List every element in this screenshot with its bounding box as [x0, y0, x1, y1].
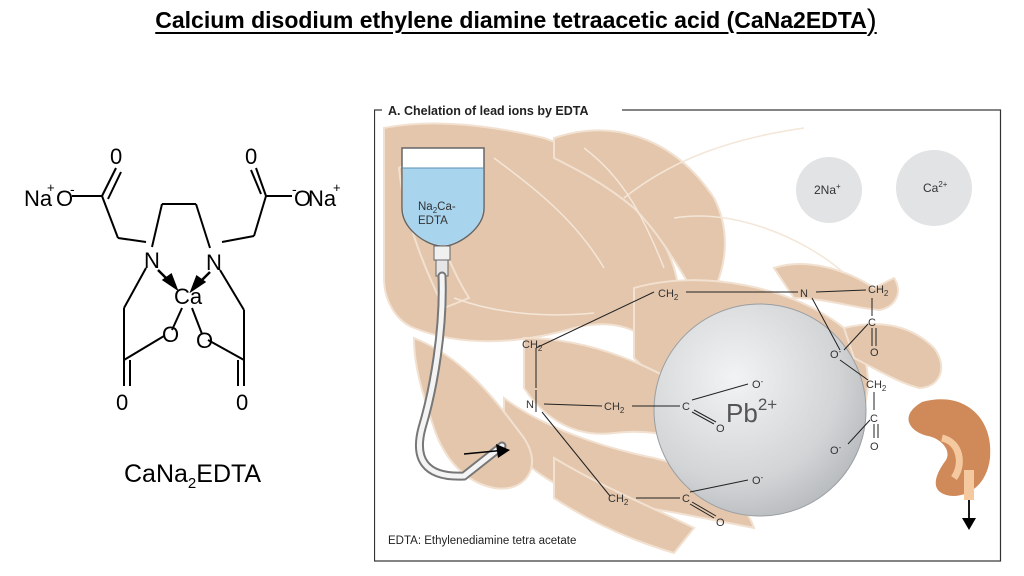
- o-left-label: O: [56, 186, 73, 211]
- bag-label-line1: Na2Ca-: [418, 201, 456, 215]
- structure-caption-sub: 2: [188, 475, 196, 492]
- o-bridge-right: O: [196, 328, 213, 353]
- ch2-bottom-text: CH: [608, 493, 624, 505]
- n-left-chelate: N: [526, 399, 534, 411]
- iv-bag: [401, 147, 485, 277]
- o-carbonyl-bl: 0: [116, 390, 128, 415]
- slide-title-paren: ): [866, 4, 877, 37]
- structure-caption-post: EDTA: [196, 460, 261, 488]
- o-bridge-left: O: [162, 322, 179, 347]
- ominus-right-upper-text: O: [830, 349, 839, 361]
- panel-title: A. Chelation of lead ions by EDTA: [388, 104, 588, 118]
- ch2-bottom-sub: 2: [624, 498, 629, 507]
- iv-tube-inner: [416, 273, 505, 479]
- ominus-right-lower-text: O: [830, 445, 839, 457]
- ion-na-label: 2Na+: [814, 182, 841, 197]
- ominus-right-lower: O-: [830, 443, 842, 457]
- structure-caption-pre: CaNa: [124, 460, 188, 488]
- o-right-upper: O: [870, 347, 879, 359]
- figure-frame: [374, 109, 1002, 562]
- ominus-bottom: O-: [752, 473, 764, 487]
- pb-text: Pb: [726, 398, 758, 428]
- structure-bonds: [72, 167, 292, 386]
- na-right-label: Na: [308, 186, 337, 211]
- ca-label: Ca: [174, 284, 203, 309]
- pb-label: Pb2+: [726, 395, 777, 428]
- ch2-top-text: CH: [658, 288, 674, 300]
- ch2-left-label: CH2: [522, 339, 543, 353]
- na-left-charge: +: [47, 180, 55, 195]
- o-carbonyl-tl: 0: [110, 144, 122, 169]
- ion-ca-sup: 2+: [938, 180, 947, 189]
- o-bottom: O: [716, 517, 725, 529]
- urine-arrow-head: [962, 518, 976, 530]
- ion-ca-text: Ca: [923, 181, 939, 195]
- ch2-top-label: CH2: [658, 288, 679, 302]
- ch2-mid-label: CH2: [604, 401, 625, 415]
- slide-title: Calcium disodium ethylene diamine tetraa…: [147, 4, 877, 38]
- o-right-lower: O: [870, 441, 879, 453]
- structure-caption: CaNa2EDTA: [124, 460, 261, 492]
- ominus-bottom-text: O: [752, 475, 761, 487]
- na-left-label: Na: [24, 186, 53, 211]
- ch2-right-mid-text: CH: [866, 379, 882, 391]
- pb-sup: 2+: [758, 395, 777, 414]
- ch2-bottom-label: CH2: [608, 493, 629, 507]
- ch2-left-sub: 2: [538, 344, 543, 353]
- ominus-right-upper: O-: [830, 347, 842, 361]
- ch2-mid-text: CH: [604, 401, 620, 413]
- bag-label-na: Na: [418, 201, 433, 213]
- c-bottom: C: [682, 493, 690, 505]
- n-right-chelate: N: [800, 288, 808, 300]
- chelate-bonds: [535, 289, 879, 519]
- bag-label-post: Ca-: [437, 201, 456, 213]
- kidney: [908, 399, 991, 500]
- bag-label-sub: 2: [433, 206, 438, 215]
- ch2-right-label: CH2: [868, 284, 889, 298]
- o-right-charge: -: [292, 181, 297, 197]
- o-carbonyl-br: 0: [236, 390, 248, 415]
- ominus-bottom-sup: -: [761, 473, 764, 482]
- na-right-charge: +: [333, 180, 341, 195]
- ominus-mid-sup: -: [761, 377, 764, 386]
- c-mid: C: [682, 401, 690, 413]
- o-right-label: O: [294, 186, 311, 211]
- n-left-label: N: [144, 248, 160, 273]
- coordination-arrows: [157, 269, 211, 294]
- panel-title-bg: [382, 100, 622, 120]
- ion-ca-circle: [896, 150, 972, 226]
- ch2-top-sub: 2: [674, 293, 679, 302]
- o-left-charge: -: [70, 181, 75, 197]
- o-carbonyl-tr: 0: [245, 144, 257, 169]
- ch2-right-text: CH: [868, 284, 884, 296]
- ch2-mid-sub: 2: [620, 406, 625, 415]
- o-mid: O: [716, 423, 725, 435]
- ominus-mid: O-: [752, 377, 764, 391]
- chelate-labels: CH2 N CH2 C O- O CH2 C O- O CH2 N CH2 C …: [522, 284, 889, 529]
- figure-footnote: EDTA: Ethylenediamine tetra acetate: [388, 535, 576, 547]
- slide-title-text: Calcium disodium ethylene diamine tetraa…: [155, 7, 867, 33]
- ion-na-sup: +: [836, 182, 841, 191]
- ominus-mid-text: O: [752, 379, 761, 391]
- ominus-right-upper-sup: -: [839, 347, 842, 356]
- ch2-right-mid-label: CH2: [866, 379, 887, 393]
- title-wrap: Calcium disodium ethylene diamine tetraa…: [0, 4, 1024, 38]
- iv-arrow-head: [496, 444, 510, 458]
- chelation-figure: A. Chelation of lead ions by EDTA 2Na+ C…: [374, 100, 1002, 562]
- n-right-label: N: [206, 250, 222, 275]
- ch2-right-sub: 2: [884, 289, 889, 298]
- c-right-lower: C: [870, 413, 878, 425]
- pb-sphere: [653, 303, 867, 517]
- crayfish-details: [453, 127, 845, 316]
- ion-ca-label: Ca2+: [923, 180, 948, 195]
- ch2-right-mid-sub: 2: [882, 384, 887, 393]
- ion-na-circle: [796, 157, 862, 223]
- ch2-left-text: CH: [522, 339, 538, 351]
- c-right-upper: C: [868, 317, 876, 329]
- ion-na-text: 2Na: [814, 183, 836, 197]
- bag-label-line2: EDTA: [418, 215, 448, 227]
- ominus-right-lower-sup: -: [839, 443, 842, 452]
- edta-structure: Na + O - 0 0 O - Na + N N Ca O O 0 0 CaN…: [24, 144, 341, 492]
